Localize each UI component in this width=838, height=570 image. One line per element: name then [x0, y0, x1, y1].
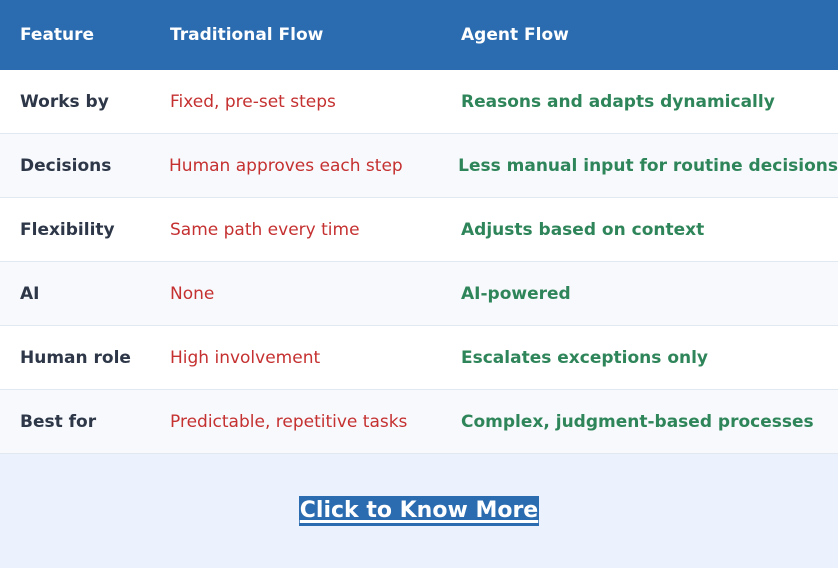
table-header-row: Feature Traditional Flow Agent Flow [0, 0, 838, 70]
header-traditional-flow: Traditional Flow [170, 25, 324, 45]
header-feature: Feature [20, 25, 95, 45]
traditional-cell: Same path every time [170, 219, 360, 240]
traditional-cell: Human approves each step [169, 155, 403, 176]
traditional-cell: High involvement [170, 347, 321, 368]
know-more-link[interactable]: Click to Know More [298, 496, 540, 526]
table-row: Works by Fixed, pre-set steps Reasons an… [0, 70, 838, 134]
agent-cell: Adjusts based on context [461, 219, 705, 240]
feature-cell: Flexibility [20, 219, 115, 240]
agent-cell: Reasons and adapts dynamically [461, 91, 775, 112]
feature-cell: AI [20, 283, 40, 304]
table-row: Flexibility Same path every time Adjusts… [0, 198, 838, 262]
cta-section: Click to Know More [0, 454, 838, 568]
feature-cell: Best for [20, 411, 97, 432]
traditional-cell: None [170, 283, 215, 304]
agent-cell: Complex, judgment-based processes [461, 411, 814, 432]
traditional-cell: Predictable, repetitive tasks [170, 411, 408, 432]
comparison-table: Feature Traditional Flow Agent Flow Work… [0, 0, 838, 454]
agent-cell: Less manual input for routine decisions [458, 155, 838, 176]
feature-cell: Decisions [20, 155, 112, 176]
traditional-cell: Fixed, pre-set steps [170, 91, 336, 112]
agent-cell: AI-powered [461, 283, 571, 304]
header-agent-flow: Agent Flow [461, 25, 569, 45]
feature-cell: Human role [20, 347, 131, 368]
table-row: Best for Predictable, repetitive tasks C… [0, 390, 838, 454]
table-row: Human role High involvement Escalates ex… [0, 326, 838, 390]
table-row: AI None AI-powered [0, 262, 838, 326]
agent-cell: Escalates exceptions only [461, 347, 709, 368]
feature-cell: Works by [20, 91, 109, 112]
table-row: Decisions Human approves each step Less … [0, 134, 838, 198]
